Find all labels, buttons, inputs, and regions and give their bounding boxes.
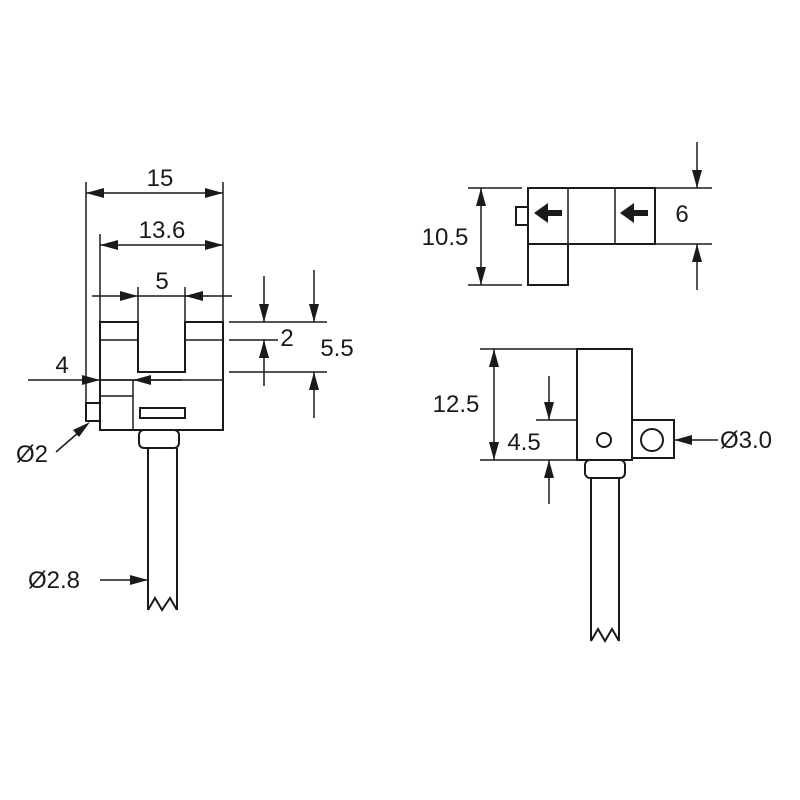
dim-label-10-5: 10.5 [422, 224, 469, 251]
arrow-13-6-left [100, 240, 118, 250]
dim-label-6: 6 [675, 201, 688, 228]
arrow-15-left [86, 188, 104, 198]
arrow-dia-2-8 [130, 575, 148, 585]
top-view [515, 187, 656, 286]
arrow-2-top [259, 304, 269, 322]
top-lower-block [527, 243, 569, 286]
arrow-12-5-top [489, 349, 499, 367]
arrow-5-left [120, 291, 138, 301]
arrow-dia-2 [73, 422, 90, 437]
front-view [85, 321, 224, 612]
arrow-2-bottom [259, 340, 269, 358]
dim-label-4: 4 [55, 352, 68, 379]
dim-label-4-5: 4.5 [507, 429, 540, 456]
arrow-6-top [692, 170, 702, 188]
side-body [576, 348, 633, 461]
arrow-4-right [133, 375, 151, 385]
arrow-5-5-top [309, 304, 319, 322]
dim-label-dia-3-0: Ø3.0 [720, 427, 772, 454]
side-cable-break [590, 627, 620, 643]
dim-label-dia-2: Ø2 [16, 441, 48, 468]
side-cable-boot [584, 459, 626, 479]
dim-label-13-6: 13.6 [139, 217, 186, 244]
dim-label-15: 15 [147, 165, 174, 192]
direction-arrow-left-icon [534, 203, 562, 223]
dim-label-5: 5 [155, 268, 168, 295]
arrow-10-5-top [476, 188, 486, 206]
dim-label-2: 2 [280, 325, 293, 352]
side-view [576, 348, 675, 643]
arrow-5-5-bottom [309, 372, 319, 390]
top-pin [515, 206, 529, 226]
dim-label-12-5: 12.5 [433, 391, 480, 418]
side-dimensions: 12.5 4.5 Ø3.0 [433, 348, 772, 504]
arrow-4-5-top [544, 402, 554, 420]
arrow-dia-3-0 [674, 435, 692, 445]
front-cable-break [147, 596, 178, 612]
arrow-5-right [185, 291, 203, 301]
front-body-outline [99, 321, 224, 431]
front-cable-boot [138, 429, 180, 449]
side-tab [631, 419, 675, 459]
front-window-slot [139, 407, 186, 419]
dim-label-5-5: 5.5 [320, 335, 353, 362]
arrow-15-right [205, 188, 223, 198]
arrow-12-5-bottom [489, 442, 499, 460]
arrow-10-5-bottom [476, 267, 486, 285]
front-pin [85, 402, 101, 422]
arrow-4-left [82, 375, 100, 385]
side-small-hole [596, 432, 612, 448]
direction-arrow-right-icon [620, 203, 648, 223]
dim-label-dia-2-8: Ø2.8 [28, 567, 80, 594]
top-dimensions: 10.5 6 [422, 142, 712, 290]
side-mount-hole [640, 428, 664, 452]
arrow-4-5-bottom [544, 460, 554, 478]
arrow-6-bottom [692, 244, 702, 262]
arrow-13-6-right [205, 240, 223, 250]
front-dimensions: 15 13.6 5 2 5.5 4 [16, 165, 354, 594]
